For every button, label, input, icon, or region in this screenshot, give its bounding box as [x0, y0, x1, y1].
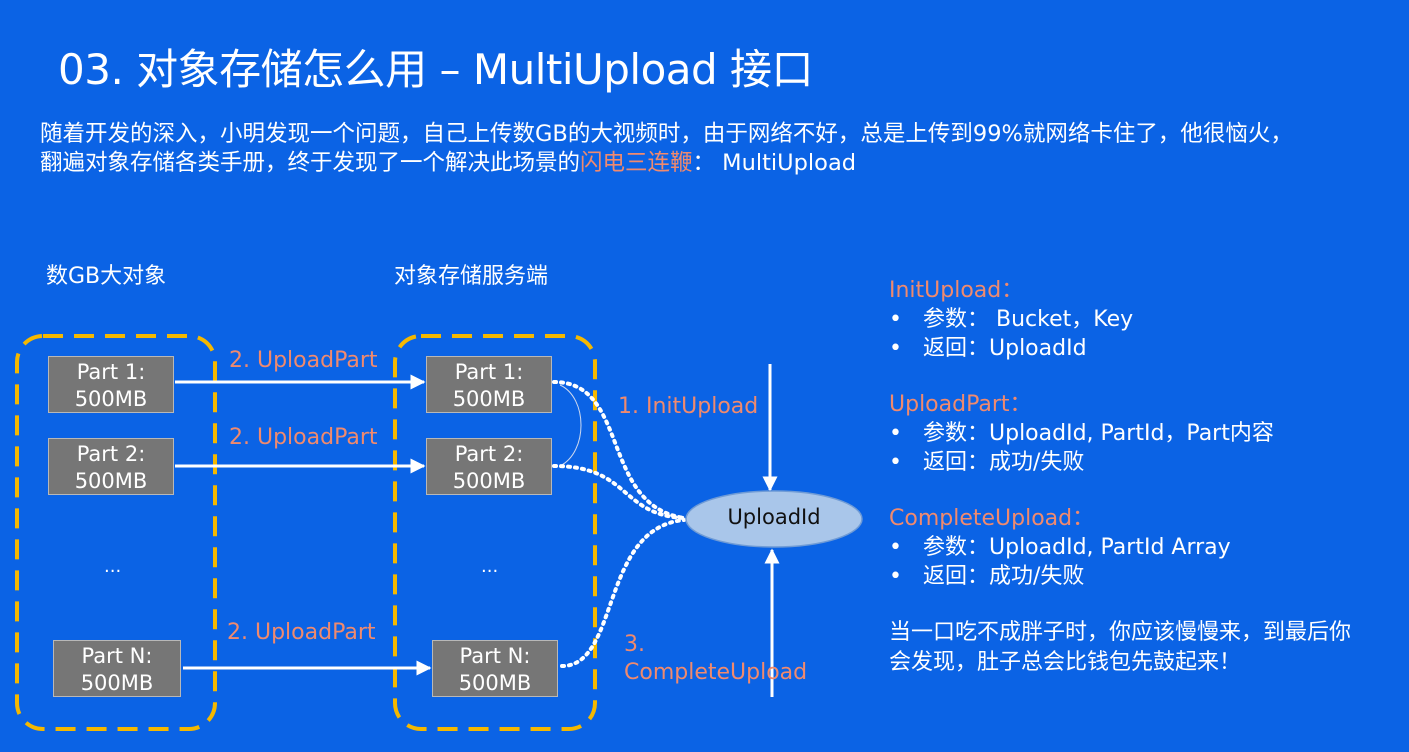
server-part-n: Part N: 500MB — [432, 640, 558, 697]
uploadid-node-label: UploadId — [727, 505, 821, 529]
bullet-icon: • — [889, 535, 902, 560]
upload-part-title: UploadPart： — [889, 392, 1032, 417]
left-part-n: Part N: 500MB — [53, 640, 181, 697]
init-upload-label: 1. InitUpload — [618, 394, 759, 419]
server-container — [393, 334, 597, 731]
upload-part-label-n: 2. UploadPart — [227, 620, 376, 645]
intro-text: 随着开发的深入，小明发现一个问题，自己上传数GB的大视频时，由于网络不好，总是上… — [40, 120, 1380, 178]
server-part-n-name: Part N: — [459, 644, 531, 668]
footer-line-2: 会发现，肚子总会比钱包先鼓起来！ — [889, 650, 1242, 675]
left-object-container — [15, 334, 217, 731]
bullet-icon: • — [889, 450, 902, 475]
left-column-label: 数GB大对象 — [46, 264, 167, 289]
left-part-2: Part 2: 500MB — [48, 438, 174, 495]
bullet-icon: • — [889, 336, 902, 361]
init-upload-title: InitUpload： — [889, 278, 1024, 303]
dotted-link-part2 — [552, 464, 686, 520]
complete-upload-returns: • 返回：成功/失败 — [889, 562, 1389, 591]
complete-upload-label: CompleteUpload — [624, 660, 808, 685]
api-info-panel: InitUpload： • 参数： Bucket，Key • 返回：UploadId… — [889, 276, 1389, 678]
complete-upload-params-text: 参数：UploadId, PartId Array — [923, 535, 1231, 560]
bullet-icon: • — [889, 307, 902, 332]
upload-part-params: • 参数：UploadId, PartId，Part内容 — [889, 419, 1389, 448]
dotted-link-partn — [560, 518, 686, 668]
init-upload-returns-text: 返回：UploadId — [923, 336, 1087, 361]
left-part-n-name: Part N: — [81, 644, 153, 668]
server-part-2-name: Part 2: — [454, 442, 524, 466]
server-parts-ellipsis: ... — [481, 556, 499, 577]
upload-part-label-1: 2. UploadPart — [229, 348, 378, 373]
intro-line-2: 翻遍对象存储各类手册，终于发现了一个解决此场景的闪电三连鞭： MultiUplo… — [40, 149, 1380, 178]
part-link-arc — [559, 384, 582, 467]
intro-line-2-suffix: ： MultiUpload — [692, 150, 857, 176]
intro-highlight: 闪电三连鞭 — [580, 150, 693, 176]
upload-part-returns-text: 返回：成功/失败 — [923, 450, 1085, 475]
complete-upload-returns-text: 返回：成功/失败 — [923, 564, 1085, 589]
server-part-2: Part 2: 500MB — [426, 438, 552, 495]
upload-part-params-text: 参数：UploadId, PartId，Part内容 — [923, 421, 1274, 446]
complete-upload-label-num: 3. — [624, 632, 645, 657]
footer-line-1: 当一口吃不成胖子时，你应该慢慢来，到最后你 — [889, 620, 1352, 645]
right-column-label: 对象存储服务端 — [394, 264, 549, 289]
bullet-icon: • — [889, 564, 902, 589]
left-parts-ellipsis: ... — [104, 556, 122, 577]
page-title: 03. 对象存储怎么用 – MultiUpload 接口 — [58, 45, 814, 94]
left-part-2-size: 500MB — [74, 469, 148, 493]
server-part-1: Part 1: 500MB — [426, 356, 552, 413]
footer-note: 当一口吃不成胖子时，你应该慢慢来，到最后你 会发现，肚子总会比钱包先鼓起来！ — [889, 618, 1389, 678]
init-upload-params: • 参数： Bucket，Key — [889, 305, 1389, 334]
init-upload-section: InitUpload： • 参数： Bucket，Key • 返回：UploadId — [889, 276, 1389, 363]
complete-upload-params: • 参数：UploadId, PartId Array — [889, 533, 1389, 562]
left-part-2-name: Part 2: — [76, 442, 146, 466]
uploadid-ellipse — [685, 490, 863, 548]
left-part-n-size: 500MB — [80, 671, 154, 695]
left-part-1-size: 500MB — [74, 387, 148, 411]
complete-upload-title: CompleteUpload： — [889, 506, 1095, 531]
left-part-1-name: Part 1: — [76, 360, 146, 384]
init-upload-params-text: 参数： Bucket，Key — [923, 307, 1134, 332]
server-part-1-name: Part 1: — [454, 360, 524, 384]
bullet-icon: • — [889, 421, 902, 446]
upload-part-label-2: 2. UploadPart — [229, 425, 378, 450]
intro-line-1: 随着开发的深入，小明发现一个问题，自己上传数GB的大视频时，由于网络不好，总是上… — [40, 121, 1293, 147]
server-part-1-size: 500MB — [452, 387, 526, 411]
init-upload-returns: • 返回：UploadId — [889, 334, 1389, 363]
intro-line-2-prefix: 翻遍对象存储各类手册，终于发现了一个解决此场景的 — [40, 150, 581, 176]
upload-part-section: UploadPart： •参数：UploadId, PartId，Part内容 … — [889, 390, 1389, 477]
upload-part-returns: • 返回：成功/失败 — [889, 448, 1389, 477]
server-part-2-size: 500MB — [452, 469, 526, 493]
complete-upload-section: CompleteUpload： • 参数：UploadId, PartId Arr… — [889, 504, 1389, 591]
server-part-n-size: 500MB — [458, 671, 532, 695]
left-part-1: Part 1: 500MB — [48, 356, 174, 413]
